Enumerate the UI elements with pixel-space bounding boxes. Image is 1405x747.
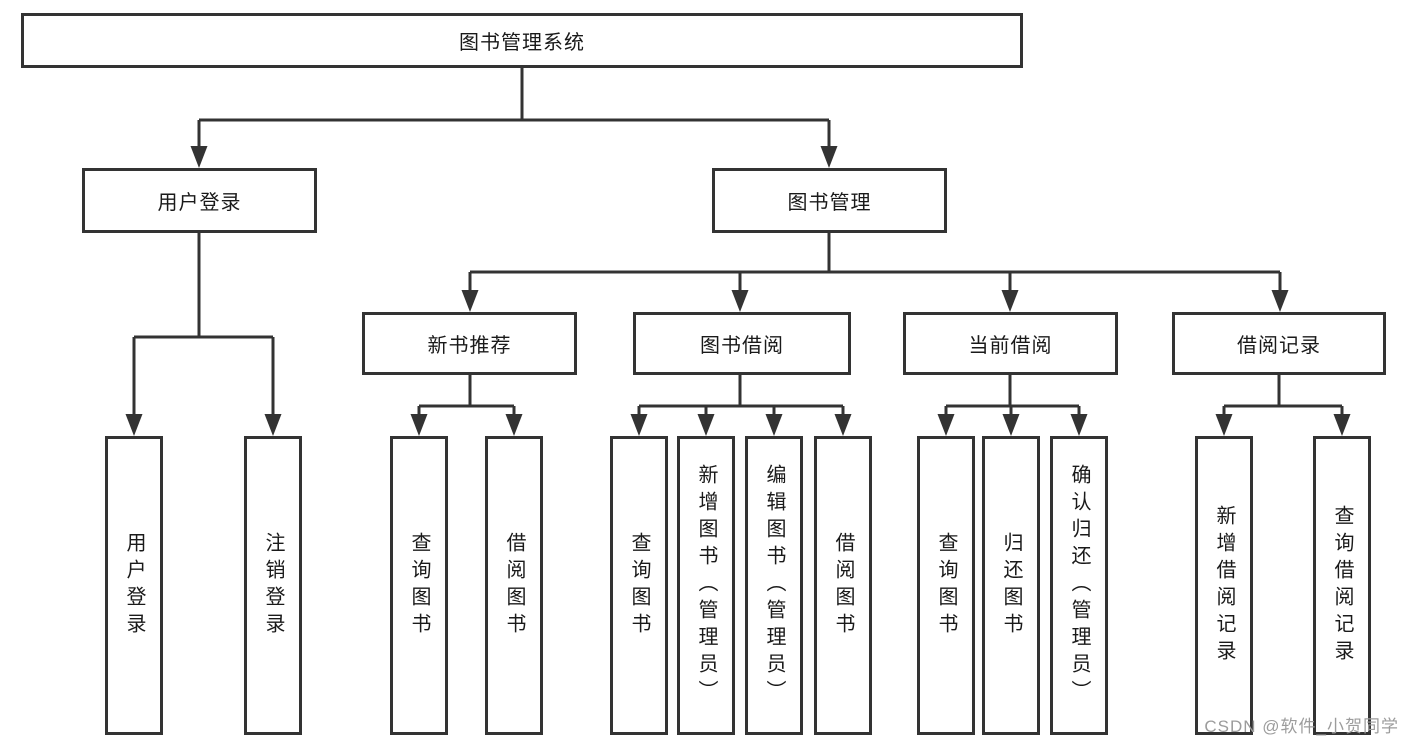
arrowhead — [1070, 414, 1088, 436]
node-root: 图书管理系统 — [21, 13, 1023, 68]
node-borrow-records: 借阅记录 — [1172, 312, 1386, 375]
node-leaf-records-add: 新增借阅记录 — [1195, 436, 1253, 735]
node-leaf-current-query: 查询图书 — [917, 436, 975, 735]
node-leaf-borrow-edit: 编辑图书（管理员） — [745, 436, 803, 735]
arrowhead — [834, 414, 852, 436]
arrowhead — [630, 414, 648, 436]
node-borrow-records-label: 借阅记录 — [1237, 335, 1321, 357]
node-book-management-label: 图书管理 — [787, 192, 872, 214]
node-leaf-borrow-lend: 借阅图书 — [814, 436, 872, 735]
node-user-login-label: 用户登录 — [157, 192, 242, 214]
arrowhead — [264, 414, 282, 436]
node-leaf-borrow-add-label: 新增图书（管理员） — [695, 464, 717, 707]
node-leaf-borrow-query-label: 查询图书 — [628, 531, 650, 640]
node-leaf-current-return: 归还图书 — [982, 436, 1040, 735]
arrowhead — [1271, 290, 1289, 312]
node-leaf-borrow-query: 查询图书 — [610, 436, 668, 735]
arrowhead — [820, 146, 838, 168]
node-leaf-logout: 注销登录 — [244, 436, 302, 735]
node-leaf-current-confirm: 确认归还（管理员） — [1050, 436, 1108, 735]
node-current-borrow: 当前借阅 — [903, 312, 1118, 375]
node-leaf-records-query-label: 查询借阅记录 — [1331, 504, 1353, 667]
connector-user-login-to-leaves — [132, 233, 275, 418]
arrowhead — [765, 414, 783, 436]
watermark: CSDN @软件_小贺同学 — [1204, 717, 1399, 736]
node-leaf-borrow-lend-label: 借阅图书 — [832, 531, 854, 640]
connector-borrow-to-leaves — [637, 375, 845, 418]
connector-recommend-to-leaves — [417, 375, 516, 418]
node-leaf-user-login-label: 用户登录 — [123, 531, 145, 640]
node-leaf-borrow-add: 新增图书（管理员） — [677, 436, 735, 735]
arrowhead — [1002, 414, 1020, 436]
arrowhead — [125, 414, 143, 436]
node-leaf-recommend-query-label: 查询图书 — [408, 531, 430, 640]
node-leaf-recommend-query: 查询图书 — [390, 436, 448, 735]
node-book-borrow-label: 图书借阅 — [700, 335, 784, 357]
node-leaf-current-confirm-label: 确认归还（管理员） — [1068, 464, 1090, 707]
connector-current-to-leaves — [944, 375, 1081, 418]
node-user-login: 用户登录 — [82, 168, 317, 233]
node-leaf-borrow-edit-label: 编辑图书（管理员） — [763, 464, 785, 707]
arrowhead — [505, 414, 523, 436]
arrowhead — [1215, 414, 1233, 436]
arrowhead — [731, 290, 749, 312]
connector-book-management-to-level3 — [468, 233, 1282, 294]
node-leaf-recommend-borrow: 借阅图书 — [485, 436, 543, 735]
node-leaf-user-login: 用户登录 — [105, 436, 163, 735]
node-new-book-recommend-label: 新书推荐 — [427, 335, 512, 357]
node-new-book-recommend: 新书推荐 — [362, 312, 577, 375]
node-leaf-recommend-borrow-label: 借阅图书 — [503, 531, 525, 640]
arrowhead — [190, 146, 208, 168]
arrowhead — [1333, 414, 1351, 436]
arrowhead — [461, 290, 479, 312]
arrowhead — [697, 414, 715, 436]
node-root-label: 图书管理系统 — [459, 32, 585, 54]
arrowhead — [1001, 290, 1019, 312]
node-leaf-current-query-label: 查询图书 — [935, 531, 957, 640]
arrowhead — [937, 414, 955, 436]
node-leaf-logout-label: 注销登录 — [262, 531, 284, 640]
node-leaf-records-query: 查询借阅记录 — [1313, 436, 1371, 735]
node-leaf-current-return-label: 归还图书 — [1000, 531, 1022, 640]
connector-records-to-leaves — [1222, 375, 1344, 418]
node-leaf-records-add-label: 新增借阅记录 — [1213, 504, 1235, 667]
arrowhead — [410, 414, 428, 436]
connector-root-to-level2 — [197, 68, 831, 150]
node-book-borrow: 图书借阅 — [633, 312, 851, 375]
node-book-management: 图书管理 — [712, 168, 947, 233]
node-current-borrow-label: 当前借阅 — [968, 335, 1053, 357]
